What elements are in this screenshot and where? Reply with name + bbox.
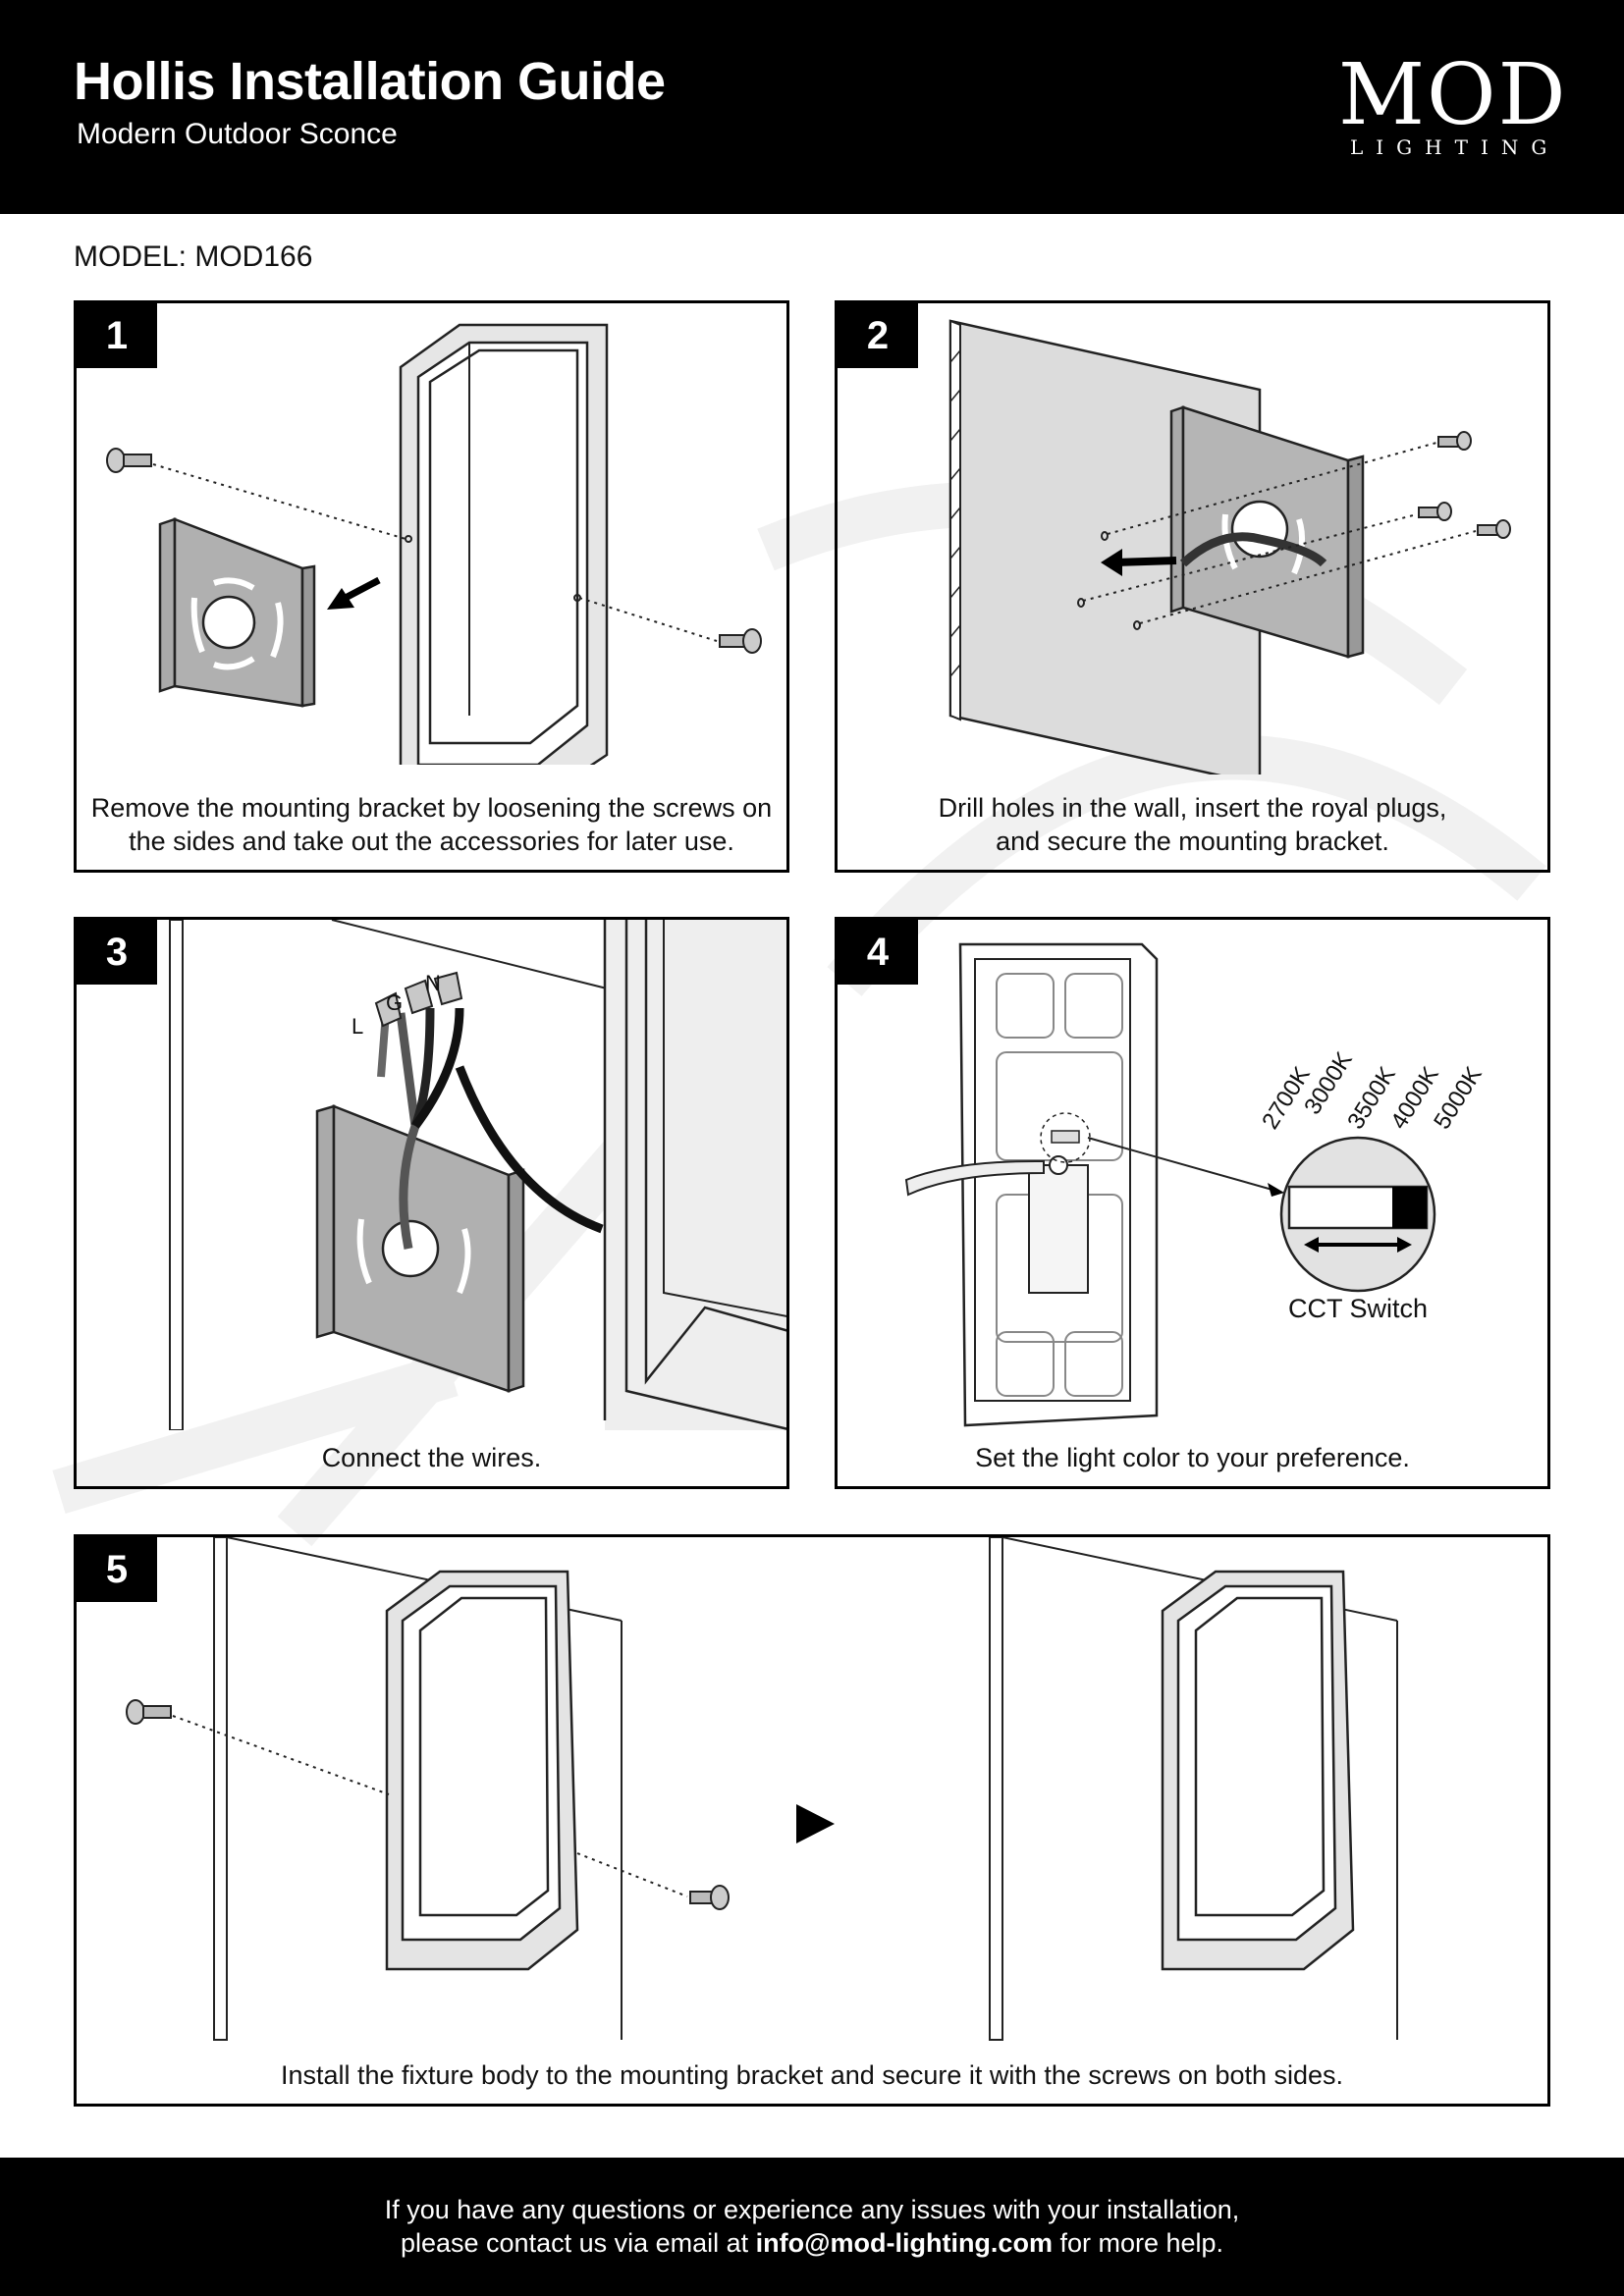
step-caption: Install the fixture body to the mounting… — [280, 2060, 1344, 2090]
next-arrow-icon — [796, 1804, 835, 1843]
footer-text: for more help. — [1052, 2228, 1224, 2258]
wire-label-n: N — [425, 971, 441, 995]
logo-subtext: LIGHTING — [1350, 135, 1560, 159]
step-caption: Set the light color to your preference. — [975, 1443, 1410, 1472]
footer-bar: If you have any questions or experience … — [0, 2158, 1624, 2296]
cct-switch-illustration: 2700K 3000K 3500K 4000K 5000K CCT Switch — [904, 942, 1488, 1427]
wire-connection-illustration: L G N — [169, 920, 786, 1430]
step-1-panel: 1 — [74, 300, 789, 873]
step-caption: Connect the wires. — [321, 1443, 542, 1472]
step-caption-line: Drill holes in the wall, insert the roya… — [938, 793, 1447, 823]
arrow-icon — [1101, 549, 1177, 576]
step-4-panel: 4 2700K 3000K 3500K 4000K 5000K — [835, 917, 1550, 1489]
step-2-panel: 2 — [835, 300, 1550, 873]
step-caption-line: the sides and take out the accessories f… — [129, 827, 734, 856]
step-3-panel: 3 L G N Connect t — [74, 917, 789, 1489]
wire-label-l: L — [352, 1014, 363, 1039]
footer-line-1: If you have any questions or experience … — [384, 2195, 1240, 2224]
page-subtitle: Modern Outdoor Sconce — [77, 118, 398, 150]
screw-icon — [1437, 431, 1472, 451]
screw-icon — [689, 1885, 730, 1910]
page-title: Hollis Installation Guide — [74, 52, 666, 111]
step-number: 5 — [77, 1537, 157, 1602]
fixture-install-illustration — [126, 1537, 1398, 2041]
contact-email-link[interactable]: info@mod-lighting.com — [755, 2228, 1053, 2258]
step-caption-line: Remove the mounting bracket by loosening… — [90, 793, 773, 823]
cct-switch-label: CCT Switch — [1288, 1294, 1428, 1323]
step-number: 1 — [77, 303, 157, 368]
brand-logo: MOD LIGHTING — [1338, 46, 1568, 159]
footer-text: please contact us via email at — [400, 2228, 756, 2258]
screw-icon — [106, 448, 152, 473]
bracket-removal-illustration — [106, 323, 762, 765]
screw-icon — [126, 1699, 172, 1725]
double-arrow-icon — [1304, 1237, 1412, 1253]
wall-mount-illustration — [948, 319, 1511, 774]
wire-connector-icon — [374, 971, 463, 1028]
step-number: 2 — [838, 303, 918, 368]
logo-wordmark: MOD — [1338, 46, 1568, 144]
step-caption-line: and secure the mounting bracket. — [996, 827, 1389, 856]
wire-label-g: G — [386, 990, 403, 1015]
step-5-panel: 5 Install the fixture body to the mounti… — [74, 1534, 1550, 2107]
step-number: 4 — [838, 920, 918, 985]
step-number: 3 — [77, 920, 157, 985]
footer-line-2: please contact us via email at info@mod-… — [0, 2226, 1624, 2260]
model-number: MODEL: MOD166 — [74, 240, 313, 273]
arrow-icon — [327, 576, 381, 610]
screw-icon — [1477, 519, 1511, 539]
header-bar: Hollis Installation Guide Modern Outdoor… — [0, 0, 1624, 214]
screw-icon — [719, 628, 762, 654]
screw-icon — [1418, 502, 1452, 521]
